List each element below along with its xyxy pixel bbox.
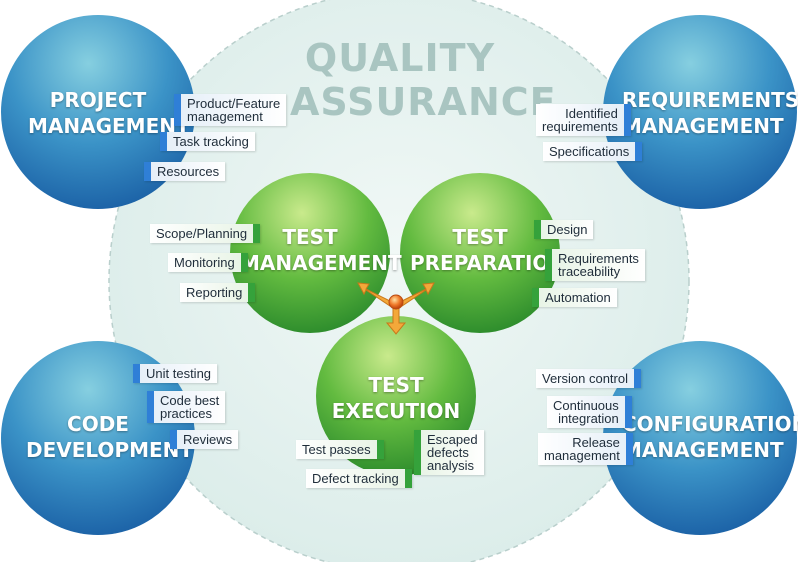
test-preparation-title-line-1: TEST <box>452 225 508 249</box>
tag-line: Resources <box>157 164 220 179</box>
test-execution-title: TEST EXECUTION <box>326 372 466 424</box>
code-development-title-line-1: CODE <box>67 412 129 436</box>
tag-line: analysis <box>427 458 474 473</box>
tag-product-feature-management: Product/Feature management <box>174 94 287 126</box>
tag-reviews: Reviews <box>170 430 239 449</box>
requirements-management-title-line-1: REQUIREMENTS <box>622 88 798 112</box>
tag-line: Reviews <box>183 432 233 447</box>
title-line-1: QUALITY <box>304 36 496 80</box>
tag-scope-planning: Scope/Planning <box>150 224 261 243</box>
test-management-title: TEST MANAGEMENT <box>240 224 402 276</box>
configuration-management-title-line-1: CONFIGURATION <box>622 412 798 436</box>
tag-line: Scope/Planning <box>156 226 248 241</box>
project-management-title-line-1: PROJECT <box>49 88 147 112</box>
tag-line: Release <box>572 435 620 450</box>
tag-continuous-integration: Continuous integration <box>547 396 632 428</box>
tag-task-tracking: Task tracking <box>160 132 255 151</box>
tag-line: Code best <box>160 393 220 408</box>
title-line-2: ASSURANCE <box>290 80 557 124</box>
tag-unit-testing: Unit testing <box>133 364 218 383</box>
tag-line: Product/Feature <box>187 96 281 111</box>
configuration-management-circle <box>603 341 797 535</box>
tag-line: Task tracking <box>173 134 249 149</box>
tag-identified-requirements: Identified requirements <box>536 104 631 136</box>
tag-line: Specifications <box>549 144 630 159</box>
test-preparation-title-line-2: PREPARATION <box>410 251 567 275</box>
tag-line: integration <box>558 411 619 426</box>
tag-version-control: Version control <box>536 369 641 388</box>
arrow-to-test-preparation <box>399 282 435 307</box>
tag-line: Automation <box>545 290 611 305</box>
requirements-management-circle <box>603 15 797 209</box>
test-preparation-title: TEST PREPARATION <box>410 224 567 276</box>
tag-resources: Resources <box>144 162 226 181</box>
tag-test-passes: Test passes <box>296 440 384 459</box>
tag-requirements-traceability: Requirements traceability <box>545 249 645 281</box>
tag-line: Defect tracking <box>312 471 399 486</box>
tag-line: Reporting <box>186 285 243 300</box>
tag-line: Design <box>547 222 588 237</box>
project-management-title: PROJECT MANAGEMENT <box>28 87 190 139</box>
tag-line: requirements <box>542 119 618 134</box>
connector-arrows <box>357 282 435 335</box>
tag-line: traceability <box>558 264 621 279</box>
project-management-title-line-2: MANAGEMENT <box>28 114 190 138</box>
tag-line: practices <box>160 406 213 421</box>
tag-code-best-practices: Code best practices <box>147 391 226 423</box>
code-development-circle <box>1 341 195 535</box>
test-management-title-line-2: MANAGEMENT <box>240 251 402 275</box>
tag-design: Design <box>534 220 594 239</box>
test-execution-title-line-2: EXECUTION <box>331 399 461 423</box>
tag-line: Escaped <box>427 432 478 447</box>
tag-line: Monitoring <box>174 255 235 270</box>
tag-line: Requirements <box>558 251 639 266</box>
configuration-management-title: CONFIGURATION MANAGEMENT <box>622 411 798 463</box>
tag-line: defects <box>427 445 469 460</box>
test-management-title-line-1: TEST <box>282 225 338 249</box>
test-management-circle <box>230 173 390 333</box>
project-management-circle <box>1 15 195 209</box>
tag-reporting: Reporting <box>180 283 256 302</box>
tag-line: Test passes <box>302 442 371 457</box>
requirements-management-title-line-2: MANAGEMENT <box>622 114 784 138</box>
arrow-to-test-management <box>357 282 393 307</box>
code-development-title-line-2: DEVELOPMENT <box>26 438 194 462</box>
tag-line: Version control <box>542 371 628 386</box>
quality-assurance-title: QUALITY ASSURANCE <box>290 36 557 124</box>
tag-automation: Automation <box>532 288 617 307</box>
tag-line: Unit testing <box>146 366 212 381</box>
code-development-title: CODE DEVELOPMENT <box>26 411 194 463</box>
tag-release-management: Release management <box>538 433 633 465</box>
tag-defect-tracking: Defect tracking <box>306 469 412 488</box>
tag-line: Identified <box>565 106 618 121</box>
test-preparation-circle <box>400 173 560 333</box>
tag-line: management <box>544 448 620 463</box>
hub-node <box>388 294 404 310</box>
tag-monitoring: Monitoring <box>168 253 248 272</box>
test-execution-title-line-1: TEST <box>368 373 424 397</box>
tag-specifications: Specifications <box>543 142 643 161</box>
tag-line: Continuous <box>553 398 619 413</box>
configuration-management-title-line-2: MANAGEMENT <box>622 438 784 462</box>
requirements-management-title: REQUIREMENTS MANAGEMENT <box>622 87 798 139</box>
tag-escaped-defects-analysis: Escaped defects analysis <box>414 430 484 475</box>
tag-line: management <box>187 109 263 124</box>
